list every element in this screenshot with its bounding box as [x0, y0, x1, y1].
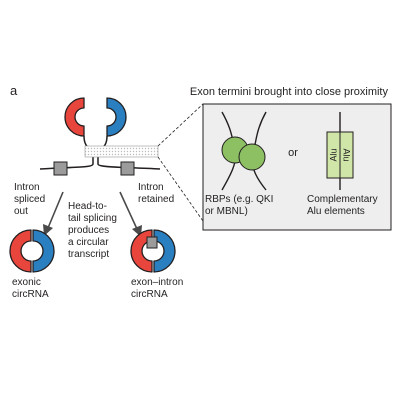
inset-panel: or Alu Alu RBPs (e.g. QKI or MBNL) Compl… [202, 103, 392, 231]
exonic-circrna-ring [9, 229, 55, 273]
rbps-label: RBPs (e.g. QKI or MBNL) [205, 194, 276, 217]
inset-or-label: or [288, 147, 298, 159]
alu-label-left: Alu [329, 148, 339, 161]
panel-letter: a [10, 83, 18, 98]
intron-box-right [120, 161, 135, 176]
alu-label-right: Alu [342, 148, 352, 161]
exon-intron-circrna-ring [130, 229, 176, 273]
rbp-protein-2 [238, 143, 266, 171]
pre-mrna-loop [39, 97, 161, 176]
inset-box [202, 103, 392, 231]
callout-line-top [157, 103, 204, 147]
intron-retained-label: Intron retained [138, 182, 174, 205]
arrow-left-shaft [47, 191, 64, 229]
arrow-left-head [43, 224, 53, 236]
ei-red-half [130, 229, 153, 273]
intron-spliced-out-label: Intron spliced out [14, 182, 48, 217]
exonic-blue-half [32, 229, 55, 273]
ei-blue-half [153, 229, 176, 273]
blue-exon-top [106, 97, 127, 137]
red-exon-top [64, 97, 85, 137]
exonic-red-half [9, 229, 32, 273]
complementary-alu-label: Complementary Alu elements [307, 194, 380, 217]
alu-element-right [339, 131, 354, 179]
inset-title: Exon termini brought into close proximit… [190, 86, 389, 98]
intron-box-left [53, 161, 68, 176]
zoom-region [84, 145, 159, 158]
ei-retained-intron [146, 236, 158, 249]
splicing-arrows [43, 191, 142, 237]
arrow-right-shaft [119, 191, 138, 230]
exon-intron-circrna-label: exon–intron circRNA [131, 277, 186, 300]
callout-line-bottom [157, 156, 204, 222]
exonic-circrna-label: exonic circRNA [12, 277, 49, 300]
head-to-tail-label: Head-to- tail splicing produces a circul… [68, 201, 120, 260]
